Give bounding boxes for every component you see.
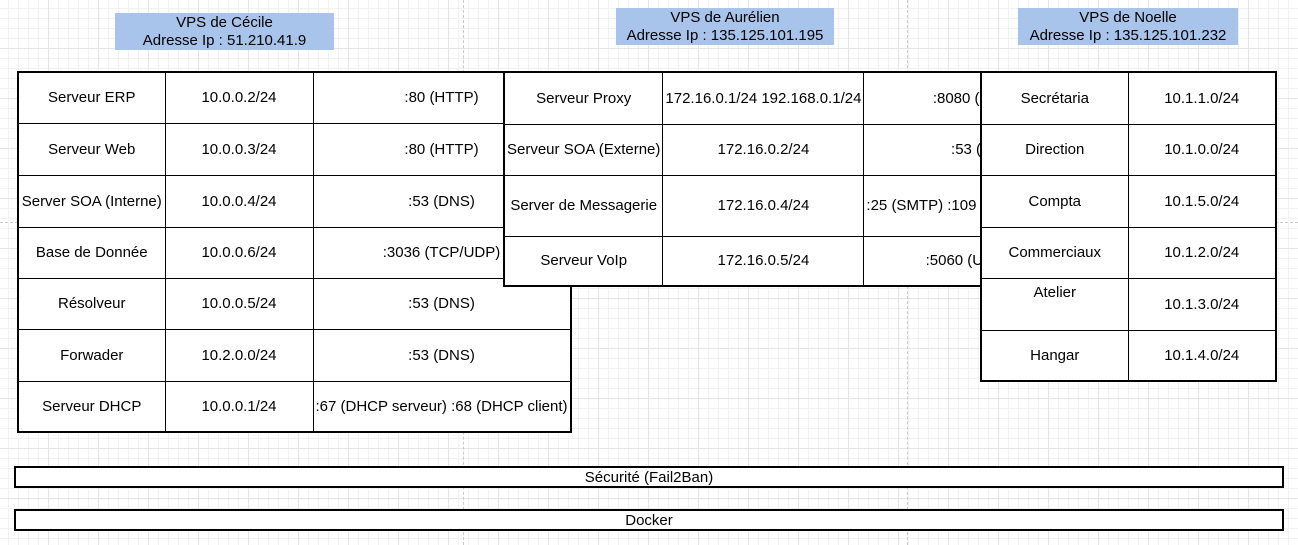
server-ip: 172.16.0.1/24 192.168.0.1/24	[662, 71, 865, 125]
network-name: Commerciaux	[980, 226, 1129, 279]
server-name: Server de Messagerie	[503, 174, 664, 237]
server-name: Server SOA (Interne)	[17, 174, 166, 228]
server-ip: 10.0.0.5/24	[164, 277, 314, 330]
server-name: Serveur SOA (Externe)	[503, 123, 664, 176]
network-name: Direction	[980, 123, 1129, 176]
vps-title: VPS de Aurélien	[670, 8, 780, 26]
docker-bar: Docker	[14, 509, 1284, 531]
table-row: Serveur VoIp 172.16.0.5/24 :5060 (UDP/TC…	[503, 235, 1106, 287]
vps-address: Adresse Ip : 135.125.101.232	[1029, 26, 1227, 44]
server-port: :53 (DNS)	[312, 328, 572, 382]
security-bar: Sécurité (Fail2Ban)	[14, 466, 1284, 488]
table-row: Résolveur 10.0.0.5/24 :53 (DNS)	[17, 277, 572, 330]
server-name: Base de Donnée	[17, 226, 166, 279]
vps-noelle-table: Secrétaria 10.1.1.0/24 Direction 10.1.0.…	[980, 71, 1277, 382]
table-row: Hangar 10.1.4.0/24	[980, 329, 1277, 382]
table-row: Forwader 10.2.0.0/24 :53 (DNS)	[17, 328, 572, 382]
table-row: Serveur ERP 10.0.0.2/24 :80 (HTTP)	[17, 71, 572, 124]
table-row: Server SOA (Interne) 10.0.0.4/24 :53 (DN…	[17, 174, 572, 228]
table-row: Commerciaux 10.1.2.0/24	[980, 226, 1277, 279]
vps-title: VPS de Cécile	[176, 13, 273, 31]
vps-noelle-label: VPS de Noelle Adresse Ip : 135.125.101.2…	[1018, 8, 1238, 45]
table-row: Serveur DHCP 10.0.0.1/24 :67 (DHCP serve…	[17, 380, 572, 433]
server-name: Serveur VoIp	[503, 235, 664, 287]
server-port: :67 (DHCP serveur) :68 (DHCP client)	[312, 380, 572, 433]
network-ip: 10.1.4.0/24	[1127, 329, 1277, 382]
server-ip: 10.0.0.1/24	[164, 380, 314, 433]
vps-aurelien-label: VPS de Aurélien Adresse Ip : 135.125.101…	[616, 8, 834, 45]
network-name: Secrétaria	[980, 71, 1129, 125]
server-ip: 172.16.0.4/24	[662, 174, 865, 237]
vps-address: Adresse Ip : 135.125.101.195	[626, 26, 824, 44]
server-ip: 10.0.0.2/24	[164, 71, 314, 124]
table-row: Serveur Web 10.0.0.3/24 :80 (HTTP)	[17, 122, 572, 176]
network-ip: 10.1.3.0/24	[1127, 277, 1277, 331]
network-name: Hangar	[980, 329, 1129, 382]
server-ip: 172.16.0.5/24	[662, 235, 865, 287]
network-ip: 10.1.0.0/24	[1127, 123, 1277, 176]
server-ip: 10.0.0.4/24	[164, 174, 314, 228]
vps-cecile-table: Serveur ERP 10.0.0.2/24 :80 (HTTP) Serve…	[17, 71, 572, 433]
network-name: Compta	[980, 174, 1129, 228]
server-ip: 10.0.0.6/24	[164, 226, 314, 279]
network-ip: 10.1.5.0/24	[1127, 174, 1277, 228]
server-ip: 10.2.0.0/24	[164, 328, 314, 382]
table-row: Secrétaria 10.1.1.0/24	[980, 71, 1277, 125]
server-name: Serveur ERP	[17, 71, 166, 124]
table-row: Direction 10.1.0.0/24	[980, 123, 1277, 176]
server-name: Forwader	[17, 328, 166, 382]
table-row: Atelier 10.1.3.0/24	[980, 277, 1277, 331]
table-row: Base de Donnée 10.0.0.6/24 :3036 (TCP/UD…	[17, 226, 572, 279]
network-ip: 10.1.1.0/24	[1127, 71, 1277, 125]
server-name: Résolveur	[17, 277, 166, 330]
vps-address: Adresse Ip : 51.210.41.9	[142, 31, 307, 49]
vps-cecile-label: VPS de Cécile Adresse Ip : 51.210.41.9	[115, 13, 334, 50]
network-name: Atelier	[980, 277, 1129, 331]
server-name: Serveur Proxy	[503, 71, 664, 125]
server-name: Serveur Web	[17, 122, 166, 176]
server-ip: 10.0.0.3/24	[164, 122, 314, 176]
server-name: Serveur DHCP	[17, 380, 166, 433]
table-row: Compta 10.1.5.0/24	[980, 174, 1277, 228]
network-ip: 10.1.2.0/24	[1127, 226, 1277, 279]
server-ip: 172.16.0.2/24	[662, 123, 865, 176]
vps-title: VPS de Noelle	[1079, 8, 1177, 26]
